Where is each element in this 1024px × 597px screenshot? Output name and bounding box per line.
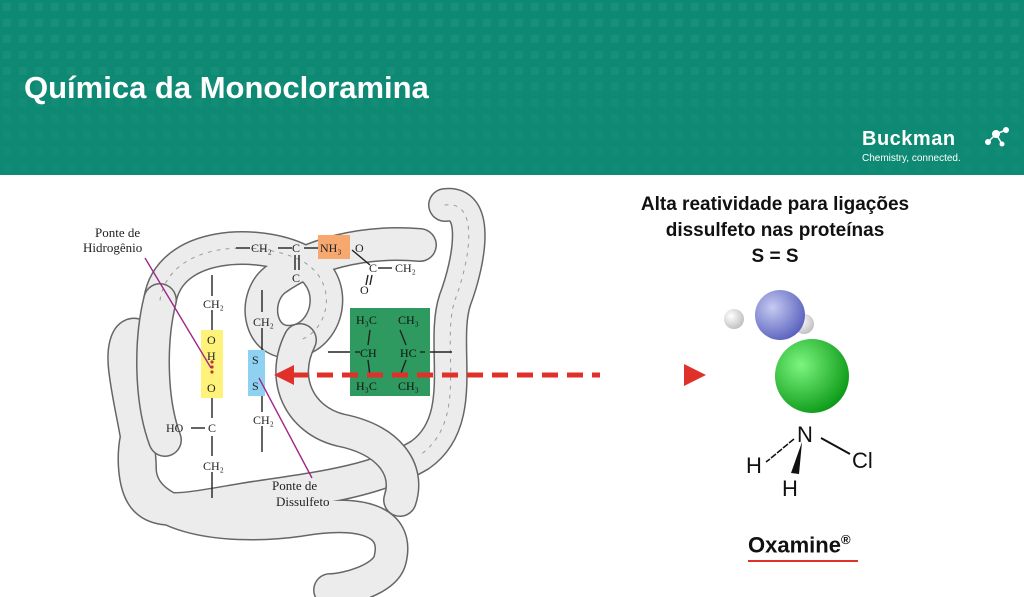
formula-nh3: NH₃ [320, 241, 342, 255]
nitrogen-atom-sphere [755, 290, 805, 340]
chlorine-atom-sphere [775, 339, 849, 413]
formula-ch2-top: CH₂ [251, 241, 272, 255]
hydrophobic-highlight [350, 308, 430, 396]
formula-h3c-2: H₃C [356, 379, 377, 393]
hydrogen-bridge-pointer [144, 257, 212, 369]
hydrogen-bridge-label-1: Ponte de [95, 225, 140, 240]
arrow-head-right [684, 364, 706, 386]
disulfide-bridge-label-1: Ponte de [272, 478, 317, 493]
amine-highlight [318, 235, 350, 259]
protein-structure-diagram: Ponte de Hidrogênio Ponte de Dissulfeto … [83, 187, 600, 597]
formula-c-right: C [369, 261, 377, 275]
header-banner: Química da Monocloramina Buckman Chemist… [0, 0, 1024, 175]
formula-ch2-right: CH₂ [395, 261, 416, 275]
slide-title: Química da Monocloramina [24, 70, 429, 105]
formula-ch: CH [360, 346, 377, 360]
formula-ho: HO [166, 421, 184, 435]
product-name-text: Oxamine [748, 532, 841, 558]
headline-line-1: Alta reatividade para ligações [640, 194, 910, 215]
formula-h: H [207, 349, 216, 363]
formula-o-lower: O [360, 283, 369, 297]
formula-ch2-bottom: CH₂ [203, 459, 224, 473]
formula-c-under: C [292, 271, 300, 285]
disulfide-bridge-label-2: Dissulfeto [276, 494, 329, 509]
registered-mark: ® [840, 532, 851, 547]
formula-c-top: C [292, 241, 300, 255]
product-name: Oxamine® [748, 532, 851, 558]
formula-ch3-1: CH₃ [398, 313, 419, 327]
product-underline [748, 560, 858, 562]
headline-line-3: S = S [751, 246, 799, 267]
formula-hc: HC [400, 346, 417, 360]
reactivity-headline: Alta reatividade para ligações dissulfet… [590, 192, 960, 270]
formula-ch2-mid-low: CH₂ [253, 413, 274, 427]
monochloramine-molecule: N H Cl H [724, 290, 873, 501]
logo-tagline: Chemistry, connected. [862, 153, 961, 164]
atom-n: N [797, 422, 813, 447]
hydrogen-bond-dots [210, 360, 214, 374]
hydrogen-bridge-label-2: Hidrogênio [83, 240, 142, 255]
formula-ch3-2: CH₃ [398, 379, 419, 393]
formula-o-2: O [207, 381, 216, 395]
disulfide-bridge-pointer [258, 377, 313, 479]
molecule-logo-icon [985, 127, 1009, 147]
formula-o-top: O [355, 241, 364, 255]
headline-line-2: dissulfeto nas proteínas [665, 220, 885, 241]
hydrogen-bridge-highlight [201, 330, 223, 398]
atom-cl: Cl [852, 448, 873, 473]
formula-ch2-left: CH₂ [203, 297, 224, 311]
atom-h-bottom: H [782, 476, 798, 501]
disulfide-highlight [248, 350, 265, 396]
atom-h-left: H [746, 453, 762, 478]
formula-s2: S [252, 379, 259, 393]
reactivity-arrow [274, 365, 600, 385]
formula-o-1: O [207, 333, 216, 347]
formula-ch2-mid: CH₂ [253, 315, 274, 329]
formula-h3c-1: H₃C [356, 313, 377, 327]
molecule-bonds [765, 437, 851, 463]
formula-c-left: C [208, 421, 216, 435]
wedge-bond [791, 442, 802, 474]
hydrogen-atom-sphere-1 [724, 309, 744, 329]
formula-s1: S [252, 353, 259, 367]
logo-name: Buckman [862, 128, 956, 150]
header-pattern [0, 0, 1024, 175]
protein-ribbon [107, 187, 486, 597]
buckman-logo: Buckman Chemistry, connected. [862, 127, 1012, 172]
